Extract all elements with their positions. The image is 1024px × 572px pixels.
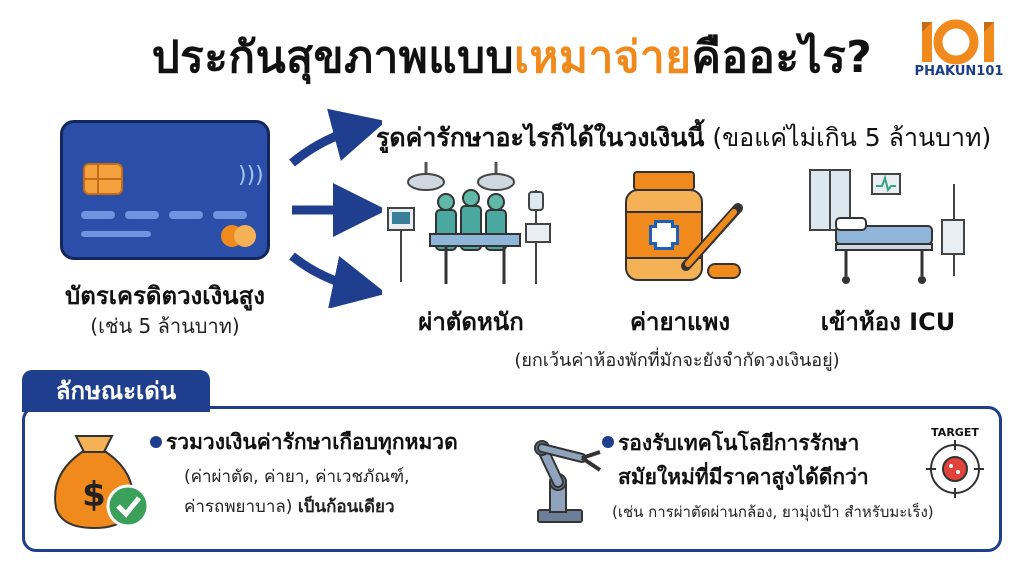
features-panel (22, 406, 1002, 552)
card-logo-circle (234, 225, 256, 247)
card-chip-icon (83, 163, 123, 195)
feature2-title-line2: สมัยใหม่ที่มีราคาสูงได้ดีกว่า (618, 465, 869, 489)
card-subtitle: (เช่น 5 ล้านบาท) (90, 314, 240, 338)
feature1-desc-bold: เป็นก้อนเดียว (297, 497, 395, 517)
card-number-line (169, 211, 203, 219)
brand-logo: PHAKUN101 (904, 14, 1014, 84)
bullet-dot (602, 436, 614, 448)
card-number-line (125, 211, 159, 219)
title-highlight: เหมาจ่าย (514, 32, 692, 83)
headline-normal: (ขอแค่ไม่เกิน 5 ล้านบาท) (704, 123, 992, 152)
surgery-icon (387, 162, 551, 284)
feature1-desc-line1: (ค่าผ่าตัด, ค่ายา, ค่าเวชภัณฑ์, (184, 467, 410, 487)
page-title: ประกันสุขภาพแบบเหมาจ่ายคืออะไร? (0, 22, 1024, 92)
card-name-line (81, 231, 151, 237)
feature2-desc: (เช่น การผ่าตัดผ่านกล้อง, ยามุ่งเป้า สำห… (612, 503, 934, 521)
title-part1: ประกันสุขภาพแบบ (151, 32, 515, 83)
medicine-icon (625, 171, 743, 281)
bullet-dot (150, 436, 162, 448)
money-bag-icon: $ (54, 435, 150, 530)
svg-text:$: $ (82, 475, 106, 515)
feature1-title: รวมวงเงินค่ารักษาเกือบทุกหมวด (166, 430, 458, 454)
arrows-icon (289, 108, 382, 308)
target-icon (926, 440, 984, 498)
contactless-icon: ))) (238, 163, 264, 188)
features-tab: ลักษณะเด่น (22, 370, 210, 412)
target-label: TARGET (931, 426, 979, 439)
icu-bed-icon (809, 169, 965, 284)
coverage-headline: รูดค่ารักษาอะไรก็ได้ในวงเงินนี้ (ขอแค่ไม… (376, 118, 991, 158)
feature2-title-line1: รองรับเทคโนโลยีการรักษา (618, 431, 860, 455)
example-label-icu: เข้าห้อง ICU (820, 308, 956, 336)
feature1-desc-line2: ค่ารถพยาบาล) (184, 497, 298, 517)
example-label-medicine: ค่ายาแพง (629, 308, 731, 336)
feature2-title: รองรับเทคโนโลยีการรักษา สมัยใหม่ที่มีราค… (618, 426, 869, 494)
card-number-line (81, 211, 115, 219)
example-label-surgery: ผ่าตัดหนัก (418, 308, 524, 336)
card-number-line (213, 211, 247, 219)
headline-bold: รูดค่ารักษาอะไรก็ได้ในวงเงินนี้ (376, 123, 705, 152)
feature1-desc: (ค่าผ่าตัด, ค่ายา, ค่าเวชภัณฑ์, ค่ารถพยา… (184, 462, 409, 522)
robotic-arm-icon (534, 440, 602, 523)
title-part2: คืออะไร? (691, 32, 873, 83)
logo-101-icon (922, 19, 994, 65)
logo-text: PHAKUN101 (914, 64, 1004, 79)
card-title: บัตรเครดิตวงเงินสูง (65, 282, 265, 310)
room-exception-note: (ยกเว้นค่าห้องพักที่มักจะยังจำกัดวงเงินอ… (514, 350, 840, 371)
credit-card-icon: ))) (60, 120, 270, 260)
